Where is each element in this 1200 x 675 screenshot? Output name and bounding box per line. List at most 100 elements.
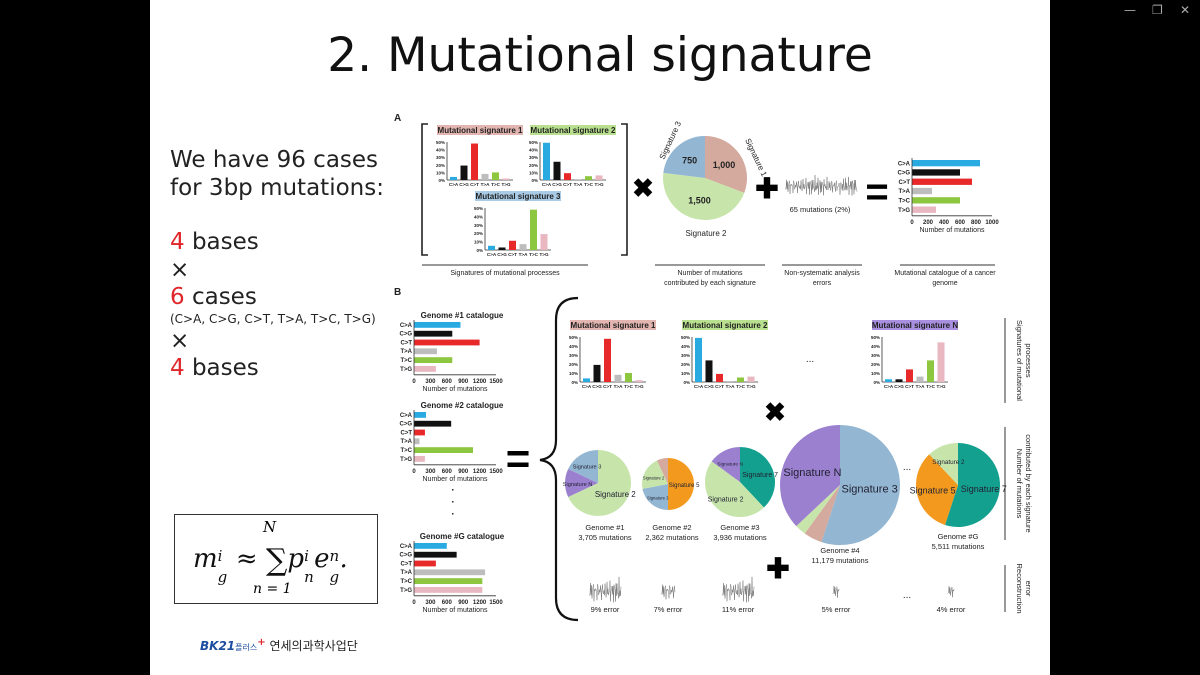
y-tick-label: 10% [569,371,578,376]
logo: BK21플러스+ 연세의과학사업단 [200,637,358,654]
noise-waveform [784,174,858,196]
signature-title: Mutational signature 2 [683,321,768,330]
x-tick-label: C>T [508,252,517,257]
pie-slice-label: Signature 3 [573,465,602,471]
y-tick-label: 0% [438,178,445,183]
x-tick-label: 0 [412,600,416,606]
genome-name: Genome #4 [820,546,859,555]
bases-line-1: 4 bases [170,229,259,255]
bar-C>G [414,420,452,427]
bar-T>A [912,187,932,195]
y-tick-label: 0% [476,248,483,253]
x-tick-label: C>T [470,182,479,187]
y-tick-label: 10% [871,371,880,376]
row-label: C>G [399,332,412,338]
bar-C>G [498,247,506,250]
row-label: T>C [898,199,910,205]
bar-C>G [414,551,457,558]
x-tick-label: T>G [594,182,603,187]
bar-T>A [414,438,420,445]
pie-slice-sigN [711,447,740,482]
x-tick-label: T>A [614,384,623,389]
bar-T>C [414,578,483,584]
times-sign: × [170,328,190,354]
bar-C>G [593,364,601,382]
x-tick-label: T>C [491,182,500,187]
pie-slice-sig3 [568,450,598,483]
bar-C>A [488,245,495,250]
formula-sum: ∑ [265,543,288,578]
bar-T>A [614,374,622,382]
signature-title-bg [475,191,561,201]
bar-T>C [414,357,453,363]
y-tick-label: 40% [529,148,538,153]
pie-slice-label: Signature N [717,462,743,468]
bases-line-2: 4 bases [170,355,259,381]
y-tick-label: 40% [474,214,483,219]
times-icon: ✖ [632,173,654,203]
y-tick-label: 20% [681,362,690,367]
intro-line-1: We have 96 cases [170,147,379,173]
pie-slice-sig3 [821,425,900,545]
bar-T>C [912,197,960,204]
side-label: Number of mutationscontributed by each s… [1015,434,1033,532]
ellipsis: ... [806,354,814,365]
bar-C>T [564,173,571,180]
x-tick-label: 1500 [489,469,503,475]
close-button[interactable]: ✕ [1180,3,1191,17]
bar-C>A [414,412,427,418]
y-tick-label: 0% [571,380,578,385]
pie-slice-sig2 [642,460,668,489]
bar-C>A [583,378,590,382]
signature-title-bg [530,125,616,135]
x-axis-label: Number of mutations [920,227,985,234]
bar-T>C [414,447,474,453]
bar-C>T [471,143,478,180]
side-label: Signatures of mutationalprocesses [1015,320,1033,401]
pie-slice-label: Signature 2 [708,496,744,503]
right-bracket [621,123,628,256]
formula-sub: n [304,568,314,586]
y-tick-label: 0% [531,178,538,183]
vertical-dot: · [451,485,454,496]
bar-T>C [927,360,934,382]
bar-T>G [747,376,755,382]
x-tick-label: 0 [412,469,416,475]
formula-sup: n [329,547,340,565]
x-tick-label: T>C [926,384,935,389]
bar-T>G [414,366,436,372]
genome-name: Genome #G [938,532,979,541]
row-label: C>T [400,561,412,567]
x-tick-label: C>A [582,384,592,389]
caption: genome [932,280,957,287]
pie-slice-label: Signature 7 [742,472,778,479]
side-label-line: processes [1024,343,1033,377]
x-tick-label: 600 [442,600,453,606]
row-label: T>A [400,349,412,355]
formula-m: m [193,544,218,574]
formula-lower: n = 1 [253,581,292,597]
logo-org: 연세의과학사업단 [269,639,358,653]
row-label: T>G [400,367,412,373]
bases-label: bases [191,229,259,255]
x-tick-label: T>G [501,182,510,187]
pie-slice-sig3 [642,484,668,510]
restore-button[interactable]: ❐ [1152,3,1163,17]
minimize-button[interactable]: — [1124,3,1136,17]
caption: contributed by each signature [664,280,756,287]
error-waveform [588,576,622,603]
error-label: 7% error [654,605,683,614]
row-label: C>A [400,323,413,329]
pie-slice-sig5 [916,454,958,525]
x-tick-label: 400 [939,220,950,226]
genome-name: Genome #2 [652,523,691,532]
y-tick-label: 40% [871,344,880,349]
y-tick-label: 20% [529,163,538,168]
bar-T>A [574,179,582,180]
row-label: T>C [400,358,412,364]
y-tick-label: 30% [569,353,578,358]
bases-label: bases [191,355,259,381]
row-label: C>G [399,422,412,428]
x-tick-label: T>C [584,182,593,187]
formula-sub: g [329,568,340,586]
